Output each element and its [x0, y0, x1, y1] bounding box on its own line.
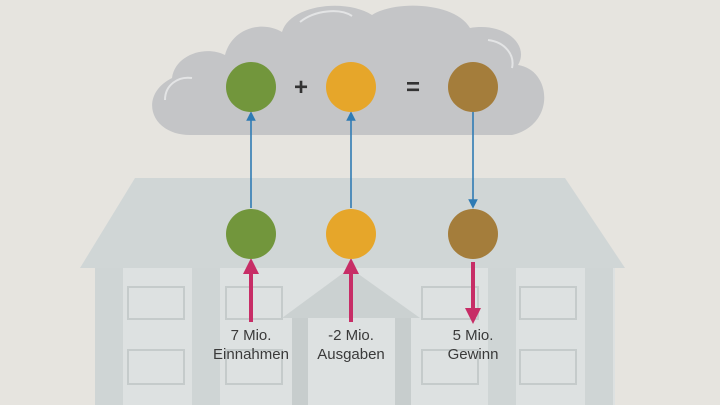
cloud-highlight — [164, 76, 193, 101]
profit-name: Gewinn — [447, 346, 499, 363]
equals-operator: = — [406, 74, 420, 101]
building-column — [192, 268, 220, 405]
building-window — [421, 349, 479, 385]
profit-value: 5 Mio. — [452, 327, 494, 344]
building-column — [585, 268, 613, 405]
income-circle-bottom — [226, 209, 276, 259]
expenses-label: -2 Mio. Ausgaben — [281, 326, 421, 364]
cloud-highlight — [299, 10, 353, 23]
building-column — [488, 268, 516, 405]
expenses-value: -2 Mio. — [328, 327, 374, 344]
cloud-highlight — [487, 39, 514, 69]
building-window — [225, 286, 283, 320]
income-circle-top — [226, 62, 276, 112]
building-entrance-column — [395, 318, 411, 405]
building-window — [225, 349, 283, 385]
building-column — [95, 268, 123, 405]
building-window — [127, 286, 185, 320]
plus-operator: + — [294, 74, 308, 101]
building-window — [519, 349, 577, 385]
building-window — [127, 349, 185, 385]
expenses-circle-bottom — [326, 209, 376, 259]
expenses-circle-top — [326, 62, 376, 112]
building-entrance-column — [292, 318, 308, 405]
building-illustration — [80, 178, 625, 405]
expenses-name: Ausgaben — [317, 346, 385, 363]
profit-circle-top — [448, 62, 498, 112]
profit-circle-bottom — [448, 209, 498, 259]
income-label: 7 Mio. Einnahmen — [181, 326, 321, 364]
profit-label: 5 Mio. Gewinn — [403, 326, 543, 364]
building-window — [519, 286, 577, 320]
building-window — [421, 286, 479, 320]
income-value: 7 Mio. — [230, 327, 272, 344]
income-name: Einnahmen — [213, 346, 289, 363]
